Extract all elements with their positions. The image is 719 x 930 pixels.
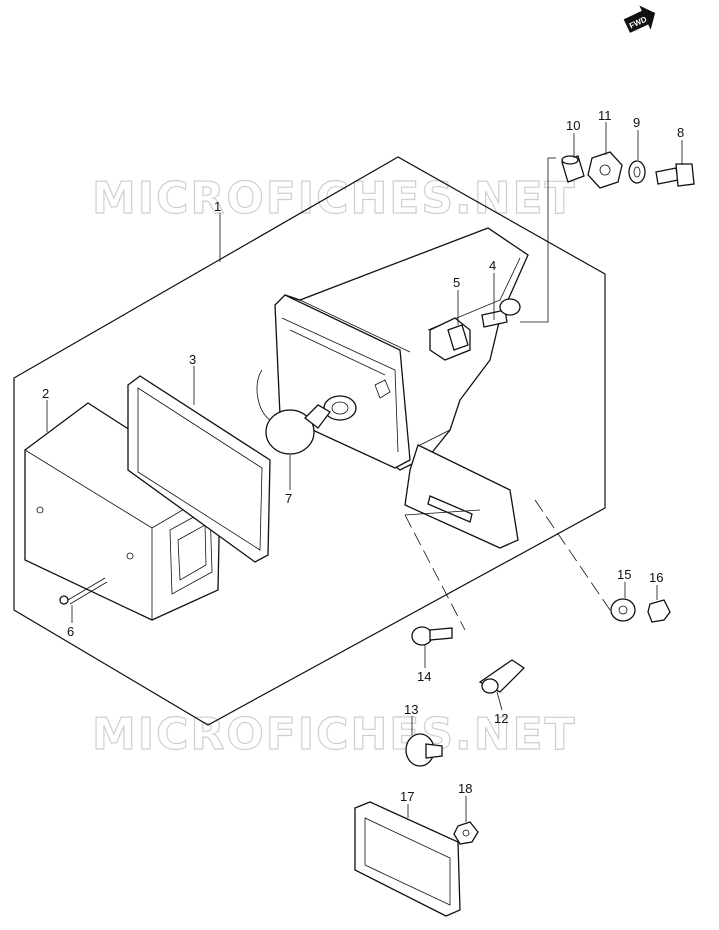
- bulb: [265, 404, 331, 455]
- callout-12: 12: [494, 711, 508, 726]
- plate-bracket: [404, 429, 519, 549]
- fwd-arrow-icon: FWD: [623, 5, 656, 33]
- callout-1: 1: [214, 199, 221, 214]
- callout-9: 9: [633, 115, 640, 130]
- bolt-4: [481, 298, 521, 328]
- rivet-13: [405, 733, 443, 767]
- assembly-frame: [13, 156, 606, 726]
- callout-7: 7: [285, 491, 292, 506]
- screw: [59, 577, 108, 605]
- callout-14: 14: [417, 669, 431, 684]
- callout-10: 10: [566, 118, 580, 133]
- washer-9: [628, 160, 646, 184]
- collar-5: [447, 324, 469, 351]
- watermark-top: MICROFICHES.NET: [92, 173, 577, 224]
- leader-lines: [46, 122, 683, 822]
- callout-5: 5: [453, 275, 460, 290]
- callout-17: 17: [400, 789, 414, 804]
- callout-3: 3: [189, 352, 196, 367]
- fastener-bracket: [520, 158, 549, 323]
- watermark-bottom: MICROFICHES.NET: [92, 709, 577, 760]
- callout-18: 18: [458, 781, 472, 796]
- callout-11: 11: [598, 108, 612, 123]
- bolt-14: [411, 626, 453, 646]
- callout-15: 15: [617, 567, 631, 582]
- gasket: [127, 375, 271, 563]
- callout-13: 13: [404, 702, 418, 717]
- nut-18: [453, 821, 479, 845]
- callout-2: 2: [42, 386, 49, 401]
- washer-15: [610, 598, 636, 622]
- collar-10: [561, 155, 585, 183]
- bolt-8: [655, 163, 695, 187]
- callout-4: 4: [489, 258, 496, 273]
- bulb-12: [478, 659, 526, 694]
- callout-16: 16: [649, 570, 663, 585]
- callout-6: 6: [67, 624, 74, 639]
- nut-11: [587, 151, 623, 189]
- callouts: 1 2 3 4 5 6 7 8 9 10 11 12 13 14 15 16 1…: [42, 108, 684, 804]
- callout-8: 8: [677, 125, 684, 140]
- nut-16: [647, 599, 671, 623]
- lens-17: [354, 801, 461, 917]
